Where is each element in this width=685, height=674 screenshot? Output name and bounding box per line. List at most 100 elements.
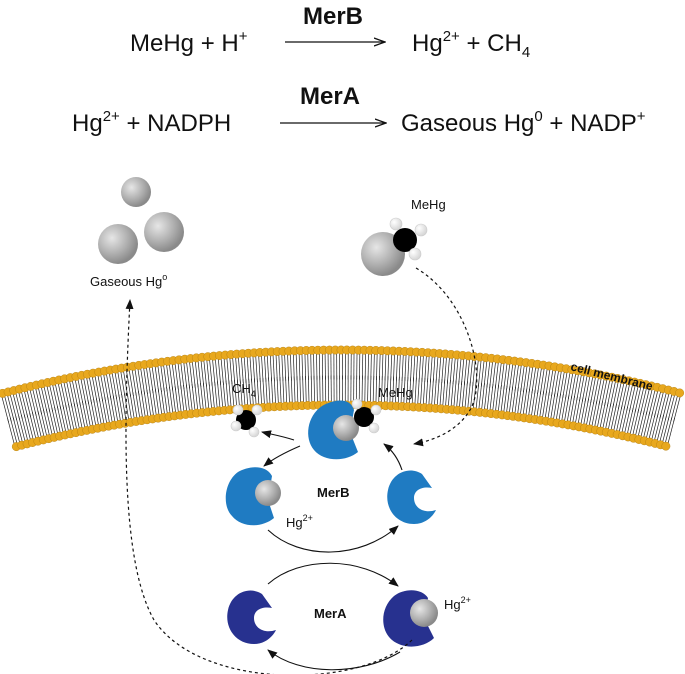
lipid-tail bbox=[601, 402, 609, 432]
lipid-tail bbox=[489, 384, 494, 414]
hg-atom bbox=[410, 599, 438, 627]
lipid-tail bbox=[288, 376, 290, 407]
lipid-tail bbox=[659, 389, 668, 419]
lipid-tail bbox=[188, 358, 193, 389]
lipid-tail bbox=[436, 379, 440, 409]
lipid-tail bbox=[514, 387, 519, 417]
lipid-tail bbox=[240, 353, 244, 384]
lipid-tail bbox=[165, 361, 171, 391]
lipid-tail bbox=[403, 376, 406, 407]
lipid-tail bbox=[211, 381, 216, 412]
lipid-tail bbox=[266, 352, 270, 382]
lipid-tail bbox=[547, 392, 553, 422]
lipid-tail bbox=[82, 401, 89, 431]
lipid-tail bbox=[520, 362, 526, 392]
lipid-tail bbox=[478, 382, 483, 413]
lipid-tail bbox=[32, 412, 40, 441]
lipid-tail bbox=[581, 372, 589, 402]
lipid-tail bbox=[500, 359, 505, 390]
lipid-tail bbox=[226, 354, 230, 385]
lipid-tail bbox=[23, 387, 31, 417]
lipid-tail bbox=[494, 359, 500, 389]
lipid-tail bbox=[151, 363, 157, 393]
lipid-tail bbox=[609, 378, 617, 408]
lipid-tail bbox=[168, 361, 174, 391]
lipid-tail bbox=[194, 383, 199, 414]
lipid-tail bbox=[373, 350, 375, 380]
lipid-tail bbox=[612, 378, 620, 408]
lipid-tail bbox=[648, 413, 656, 442]
lipid-tail bbox=[415, 352, 419, 382]
lipid-tail bbox=[112, 395, 119, 425]
lipid-tail bbox=[84, 400, 92, 430]
lipid-tail bbox=[3, 392, 12, 422]
reaction-arrows bbox=[261, 430, 403, 671]
lipid-tail bbox=[74, 376, 81, 406]
lipid-tail bbox=[65, 404, 73, 434]
lipid-tail bbox=[466, 356, 471, 386]
lipid-tail bbox=[666, 417, 675, 447]
lipid-tail bbox=[394, 376, 397, 407]
lipid-tail bbox=[626, 381, 634, 411]
lipid-tail bbox=[180, 385, 185, 415]
lipid-tail bbox=[579, 371, 586, 402]
lipid-tail bbox=[458, 355, 462, 385]
lipid-tail bbox=[444, 354, 448, 384]
lipid-tail bbox=[203, 357, 207, 387]
lipid-tail bbox=[411, 377, 414, 407]
lipid-tail bbox=[90, 399, 97, 429]
lipid-tail bbox=[556, 367, 563, 398]
lipid-tail bbox=[430, 353, 433, 383]
hydrogen-atom bbox=[230, 420, 242, 432]
hg-atom bbox=[98, 224, 138, 264]
lipid-tail bbox=[217, 381, 221, 411]
lipid-tail bbox=[438, 353, 442, 384]
lipid-tail bbox=[508, 386, 514, 416]
lipid-tail bbox=[118, 394, 125, 424]
lipid-head bbox=[675, 388, 685, 398]
lipid-tail bbox=[565, 369, 571, 399]
lipid-tail bbox=[503, 360, 508, 390]
lipid-tail bbox=[472, 356, 476, 387]
lipid-tail bbox=[620, 380, 628, 410]
lipid-tail bbox=[94, 372, 101, 402]
lipid-tail bbox=[623, 407, 631, 437]
lipid-tail bbox=[183, 359, 188, 389]
lipid-tail bbox=[287, 351, 289, 381]
carbon-atom bbox=[354, 407, 374, 427]
hg-atom bbox=[121, 177, 151, 207]
lipid-tail bbox=[304, 350, 306, 381]
lipid-tail bbox=[599, 401, 606, 431]
lipid-tail bbox=[536, 390, 542, 420]
lipid-tail bbox=[98, 397, 105, 428]
lipid-tail bbox=[268, 377, 271, 408]
ch4-label: CH4 bbox=[232, 381, 256, 399]
lipid-tail bbox=[431, 378, 434, 409]
lipid-tail bbox=[626, 407, 634, 437]
hydrogen-atom bbox=[232, 404, 244, 416]
lipid-tail bbox=[28, 386, 37, 416]
lipid-tail bbox=[197, 383, 202, 413]
lipid-tail bbox=[282, 376, 285, 407]
transport-paths bbox=[125, 267, 478, 674]
lipid-head bbox=[661, 441, 671, 451]
hydrogen-atom bbox=[248, 426, 260, 438]
lipid-tail bbox=[576, 371, 583, 401]
lipid-tail bbox=[452, 354, 456, 385]
lipid-tail bbox=[77, 376, 84, 406]
lipid-tail bbox=[174, 360, 179, 390]
lipid-tail bbox=[143, 390, 149, 420]
lipid-tail bbox=[134, 365, 140, 396]
lipid-tail bbox=[271, 377, 274, 407]
merb-enzyme bbox=[387, 470, 436, 524]
lipid-tail bbox=[20, 414, 29, 444]
lipid-tail bbox=[563, 395, 570, 425]
lipid-tail bbox=[517, 361, 523, 392]
lipid-tail bbox=[6, 392, 15, 421]
lipid-tail bbox=[45, 382, 54, 412]
lipid-tail bbox=[231, 380, 235, 410]
lipid-tail bbox=[585, 399, 592, 429]
lipid-tail bbox=[37, 384, 45, 414]
lipid-tail bbox=[537, 364, 543, 395]
lipid-tail bbox=[79, 375, 87, 405]
